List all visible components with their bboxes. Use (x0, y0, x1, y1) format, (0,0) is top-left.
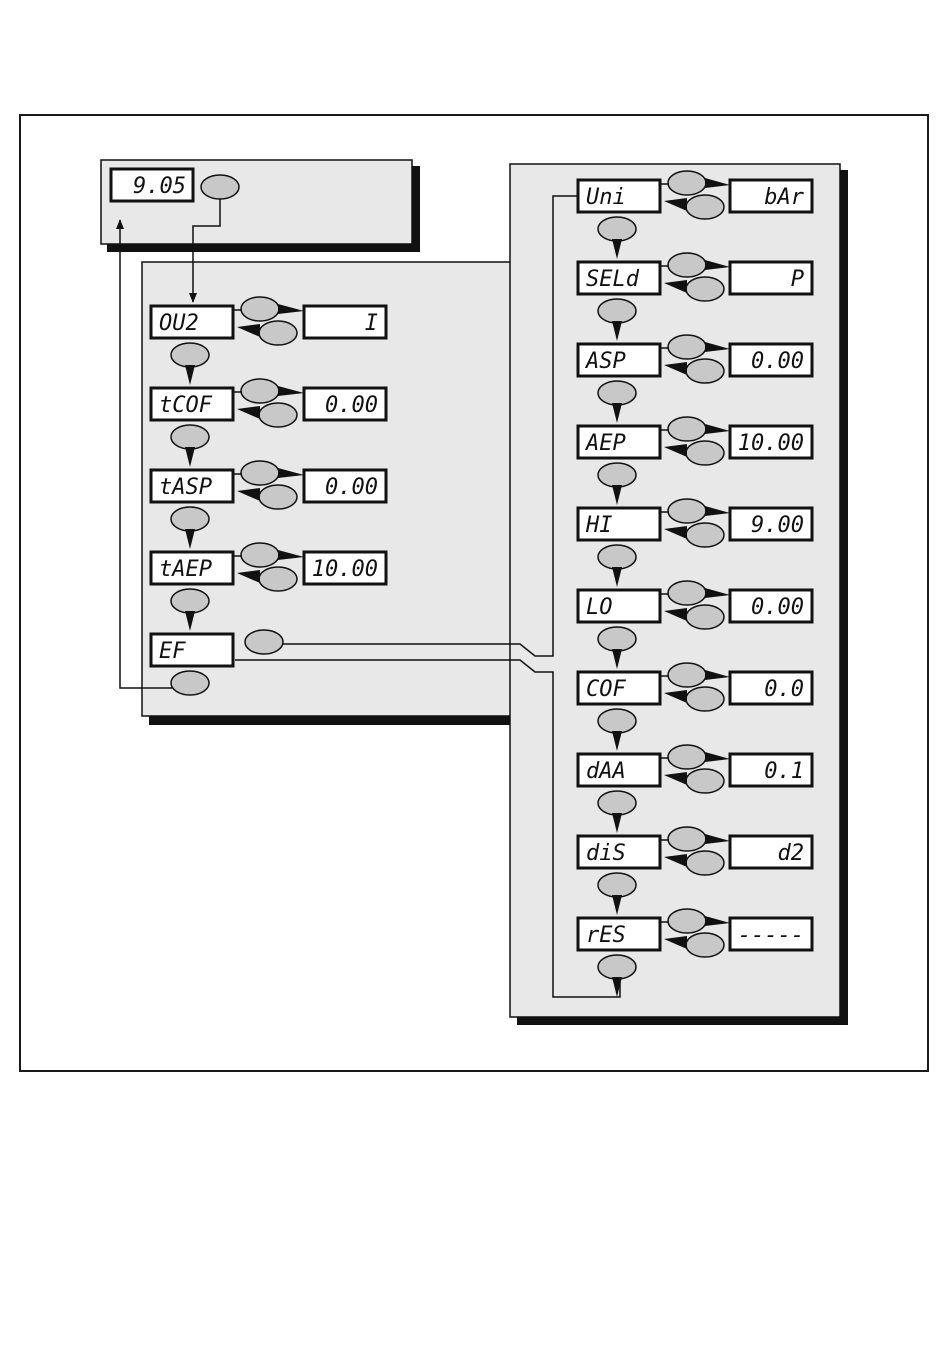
left-value: I (365, 311, 378, 336)
right-next-button[interactable] (598, 709, 636, 733)
right-down-button[interactable] (686, 933, 724, 957)
right-up-button[interactable] (668, 499, 706, 523)
right-next-button[interactable] (598, 299, 636, 323)
right-down-button[interactable] (686, 359, 724, 383)
right-up-button[interactable] (668, 171, 706, 195)
top-button[interactable] (201, 175, 239, 199)
left-label: tCOF (159, 393, 213, 418)
right-down-button[interactable] (686, 769, 724, 793)
right-label: diS (586, 841, 626, 866)
left-label: EF (159, 639, 186, 664)
right-next-button[interactable] (598, 627, 636, 651)
right-up-button[interactable] (668, 417, 706, 441)
right-value: 0.0 (764, 677, 804, 702)
right-up-button[interactable] (668, 745, 706, 769)
right-down-button[interactable] (686, 441, 724, 465)
left-next-button[interactable] (171, 343, 209, 367)
left-up-button[interactable] (241, 379, 279, 403)
right-next-button[interactable] (598, 381, 636, 405)
right-label: Uni (586, 185, 626, 210)
right-down-button[interactable] (686, 851, 724, 875)
right-value: 0.00 (751, 595, 804, 620)
right-up-button[interactable] (668, 663, 706, 687)
right-label: rES (586, 923, 626, 948)
left-down-button[interactable] (259, 403, 297, 427)
right-value: d2 (778, 841, 805, 866)
left-down-button[interactable] (259, 321, 297, 345)
right-value: 0.00 (751, 349, 804, 374)
right-label: HI (585, 513, 613, 538)
right-up-button[interactable] (668, 253, 706, 277)
right-label: dAA (586, 759, 626, 784)
right-label: ASP (584, 349, 626, 374)
right-value: 0.1 (764, 759, 804, 784)
left-next-button[interactable] (171, 589, 209, 613)
left-up-button[interactable] (241, 297, 279, 321)
right-label: LO (586, 595, 613, 620)
left-down-button[interactable] (259, 567, 297, 591)
right-next-button[interactable] (598, 545, 636, 569)
right-down-button[interactable] (686, 523, 724, 547)
left-label: tASP (159, 475, 212, 500)
left-label: tAEP (159, 557, 212, 582)
right-value: P (791, 267, 804, 292)
left-value: 0.00 (325, 393, 378, 418)
left-up-button[interactable] (241, 543, 279, 567)
top-display: 9.05 (111, 169, 193, 201)
right-value: 9.00 (751, 513, 804, 538)
left-down-button[interactable] (259, 485, 297, 509)
left-next-button[interactable] (171, 507, 209, 531)
left-up-button[interactable] (241, 461, 279, 485)
right-next-button[interactable] (598, 873, 636, 897)
left-value: 10.00 (312, 557, 378, 582)
right-value: ----- (738, 923, 804, 948)
right-up-button[interactable] (668, 827, 706, 851)
right-down-button[interactable] (686, 277, 724, 301)
left-enter-button[interactable] (245, 630, 283, 654)
right-label: AEP (584, 431, 626, 456)
top-display-value: 9.05 (133, 174, 186, 199)
right-label: SELd (586, 267, 640, 292)
right-next-button[interactable] (598, 791, 636, 815)
right-up-button[interactable] (668, 581, 706, 605)
right-next-button[interactable] (598, 955, 636, 979)
right-value: bAr (764, 185, 804, 210)
right-next-button[interactable] (598, 463, 636, 487)
right-up-button[interactable] (668, 335, 706, 359)
right-value: 10.00 (738, 431, 804, 456)
left-label: OU2 (159, 311, 199, 336)
right-down-button[interactable] (686, 687, 724, 711)
right-label: COF (586, 677, 626, 702)
right-next-button[interactable] (598, 217, 636, 241)
left-next-button[interactable] (171, 425, 209, 449)
left-value: 0.00 (325, 475, 378, 500)
right-down-button[interactable] (686, 605, 724, 629)
left-next-button[interactable] (171, 671, 209, 695)
right-up-button[interactable] (668, 909, 706, 933)
right-down-button[interactable] (686, 195, 724, 219)
